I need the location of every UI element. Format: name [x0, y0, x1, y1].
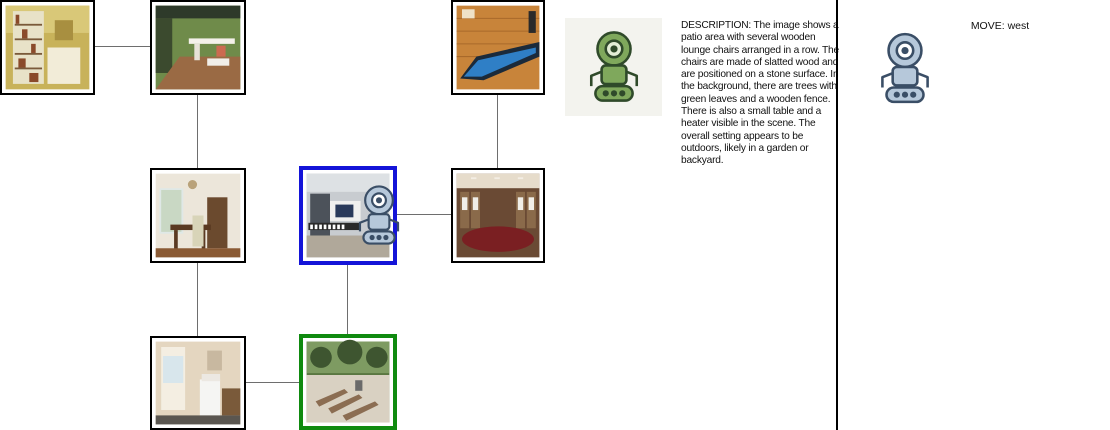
divider: [836, 0, 838, 430]
room-game-room[interactable]: [451, 0, 545, 95]
room-porch[interactable]: [150, 0, 246, 95]
robot-icon: [881, 32, 929, 104]
room-dining[interactable]: [150, 168, 246, 263]
room-office[interactable]: [299, 166, 397, 265]
agent-robot: [353, 183, 405, 247]
room-laundry[interactable]: [150, 336, 246, 430]
connector: [197, 262, 198, 336]
connector: [93, 46, 151, 47]
room-locker[interactable]: [451, 168, 545, 263]
connector: [347, 262, 348, 336]
room-library[interactable]: [0, 0, 95, 95]
connector: [497, 93, 498, 169]
connector: [396, 214, 452, 215]
connector: [246, 382, 300, 383]
robot-icon: [358, 185, 400, 245]
move-label: MOVE: west: [970, 20, 1030, 32]
green-robot-icon: [589, 31, 639, 102]
scene-description: DESCRIPTION: The image shows a patio are…: [681, 20, 839, 167]
room-patio[interactable]: [299, 334, 397, 430]
agent-state-panel: [565, 18, 662, 116]
move-robot: [874, 30, 936, 106]
connector: [197, 93, 198, 169]
